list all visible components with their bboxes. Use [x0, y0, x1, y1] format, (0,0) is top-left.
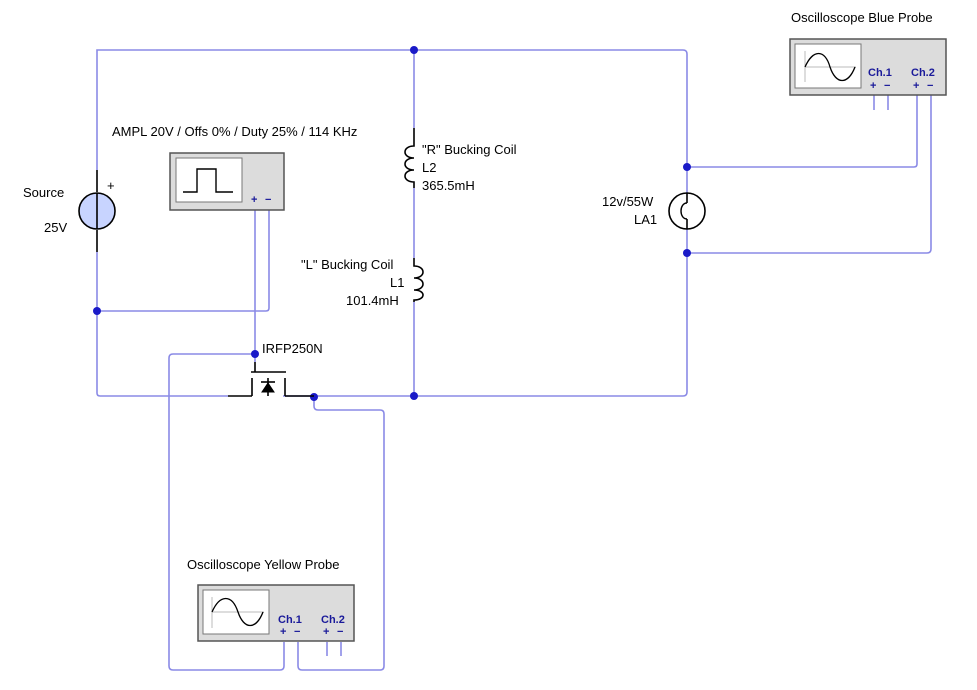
coil-l-ref: L1: [390, 275, 404, 290]
wire-gen-minus[interactable]: [97, 210, 270, 312]
node-lamp-top[interactable]: [683, 163, 691, 171]
mosfet-irfp250n[interactable]: IRFP250N: [228, 341, 323, 397]
scope-blue-ch2-minus: −: [927, 80, 933, 92]
coil-l-name: "L" Bucking Coil: [301, 257, 393, 272]
node-top-coil[interactable]: [410, 46, 418, 54]
scope-blue-ch1: Ch.1: [868, 67, 892, 79]
function-generator-label: AMPL 20V / Offs 0% / Duty 25% / 114 KHz: [112, 124, 357, 139]
coil-r-ref: L2: [422, 160, 436, 175]
wire-bottom-rail[interactable]: [283, 228, 688, 397]
scope-blue-title: Oscilloscope Blue Probe: [791, 10, 933, 25]
scope-blue-ch1-minus: −: [884, 80, 890, 92]
node-mosfet-source[interactable]: [310, 393, 318, 401]
lamp-rating: 12v/55W: [602, 194, 654, 209]
scope-yellow-ch1-plus: +: [280, 626, 286, 638]
scope-yellow-ch2: Ch.2: [321, 614, 345, 626]
node-lamp-bottom[interactable]: [683, 249, 691, 257]
scope-blue-ch2-plus: +: [913, 80, 919, 92]
wire-yellow-ch1-plus[interactable]: [168, 353, 285, 671]
coil-l-value: 101.4mH: [346, 293, 399, 308]
node-gate[interactable]: [251, 350, 259, 358]
mosfet-diode-icon: [261, 382, 275, 393]
scope-blue-ch1-plus: +: [870, 80, 876, 92]
junction-nodes: [93, 46, 691, 401]
scope-yellow-ch2-plus: +: [323, 626, 329, 638]
gen-plus-label: +: [251, 194, 257, 206]
scope-yellow-title: Oscilloscope Yellow Probe: [187, 557, 339, 572]
source-polarity-mark: +: [107, 178, 115, 193]
scope-blue-ch2: Ch.2: [911, 67, 935, 79]
node-bottom-coil[interactable]: [410, 392, 418, 400]
wire-left-bottom[interactable]: [96, 252, 228, 397]
oscilloscope-blue[interactable]: Oscilloscope Blue Probe Ch.1 Ch.2 + − + …: [789, 10, 947, 96]
lamp-la1[interactable]: 12v/55W LA1: [602, 192, 706, 230]
oscilloscope-yellow[interactable]: Oscilloscope Yellow Probe Ch.1 Ch.2 + − …: [187, 557, 355, 642]
sine-wave-icon: [211, 597, 264, 627]
source-value: 25V: [44, 220, 67, 235]
lamp-ref: LA1: [634, 212, 657, 227]
lamp-filament-icon: [680, 202, 688, 220]
scope-yellow-ch1-minus: −: [294, 626, 300, 638]
dc-source[interactable]: + Source 25V: [23, 170, 116, 252]
square-pulse-icon: [183, 168, 233, 193]
scope-yellow-ch2-minus: −: [337, 626, 343, 638]
coil-r-l2[interactable]: "R" Bucking Coil L2 365.5mH: [404, 128, 517, 193]
mosfet-part-label: IRFP250N: [262, 341, 323, 356]
wire-blue-ch2-plus[interactable]: [687, 95, 918, 168]
wires: [96, 49, 932, 671]
wire-yellow-ch1-minus[interactable]: [297, 398, 385, 671]
source-name: Source: [23, 185, 64, 200]
scope-yellow-ch1: Ch.1: [278, 614, 302, 626]
sine-wave-icon: [804, 52, 856, 82]
node-left-rail[interactable]: [93, 307, 101, 315]
function-generator[interactable]: AMPL 20V / Offs 0% / Duty 25% / 114 KHz …: [112, 124, 357, 211]
coil-r-name: "R" Bucking Coil: [422, 142, 517, 157]
gen-minus-label: −: [265, 194, 271, 206]
wire-top-rail[interactable]: [96, 49, 688, 196]
coil-r-value: 365.5mH: [422, 178, 475, 193]
coil-l-l1[interactable]: "L" Bucking Coil L1 101.4mH: [301, 257, 424, 308]
wire-blue-ch2-minus[interactable]: [687, 95, 932, 254]
